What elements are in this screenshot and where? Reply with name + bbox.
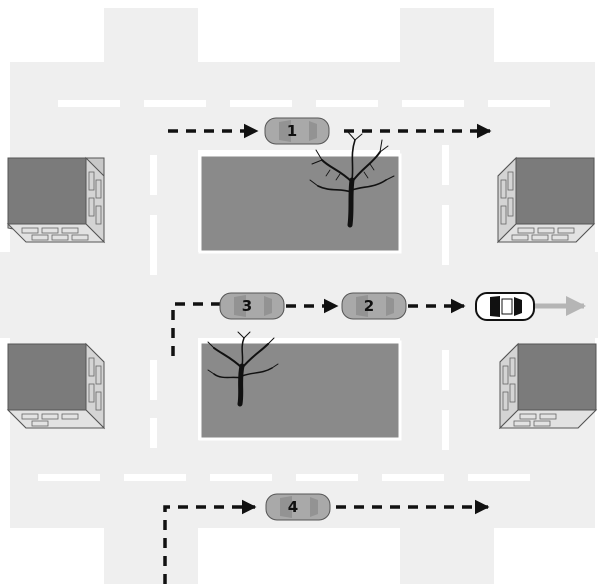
road-left-vertical xyxy=(104,8,198,584)
city-blocks xyxy=(198,153,402,441)
bare-tree-icon xyxy=(207,331,279,407)
lane-markings xyxy=(38,100,550,481)
path-arrow-car-4-turn xyxy=(163,499,257,584)
car-3-label: 3 xyxy=(242,297,252,315)
car-3: 3 xyxy=(219,292,285,320)
building-icon xyxy=(496,156,596,244)
building-icon xyxy=(498,342,598,430)
road-left-column xyxy=(10,62,104,528)
car-1-label: 1 xyxy=(287,122,297,140)
car-4-label: 4 xyxy=(288,498,298,516)
car-1: 1 xyxy=(264,117,330,145)
car-4: 4 xyxy=(265,493,331,521)
block-lower xyxy=(198,340,402,441)
bare-tree-icon xyxy=(309,131,395,228)
building-icon xyxy=(6,156,106,244)
car-2: 2 xyxy=(341,292,407,320)
block-upper xyxy=(198,153,402,254)
building-icon xyxy=(6,342,106,430)
path-arrows xyxy=(163,123,492,584)
ego-car xyxy=(475,292,535,321)
car-2-label: 2 xyxy=(364,297,374,315)
